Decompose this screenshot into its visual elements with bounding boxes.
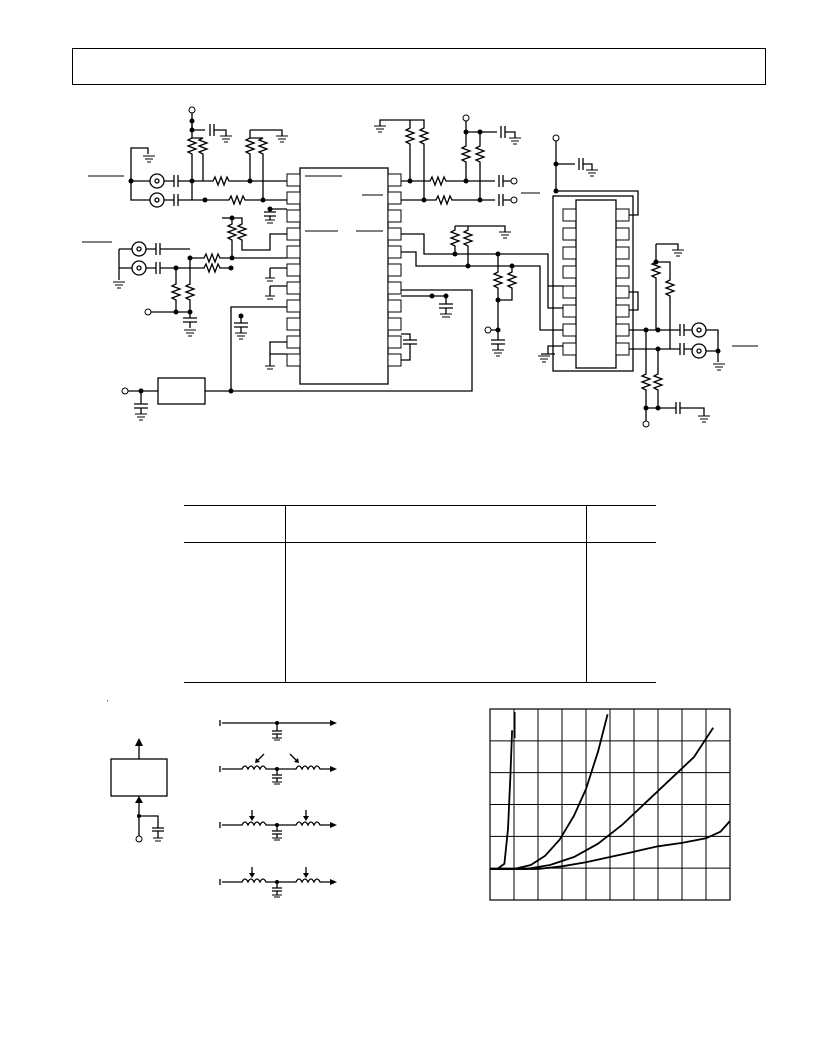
tick-mark: ' bbox=[107, 700, 109, 707]
table-header-rule bbox=[184, 542, 656, 543]
table-top-rule bbox=[184, 505, 656, 506]
schematic-diagram bbox=[82, 106, 758, 428]
header-box bbox=[72, 48, 766, 85]
second-ic-pins bbox=[562, 208, 630, 356]
chart-series-line-1 bbox=[490, 730, 513, 870]
chart-series-line-3 bbox=[490, 727, 714, 870]
filter-row-1 bbox=[219, 720, 337, 741]
block-box bbox=[110, 758, 168, 797]
filter-row-3 bbox=[219, 810, 337, 841]
chart-frame bbox=[489, 708, 731, 901]
ic-right-pins bbox=[387, 173, 402, 367]
spec-table bbox=[184, 505, 656, 683]
main-ic bbox=[299, 167, 389, 385]
filter-row-2 bbox=[219, 753, 337, 785]
filter-row-4 bbox=[219, 867, 337, 898]
chart-lines bbox=[490, 714, 731, 870]
chart-series-line-4 bbox=[490, 820, 731, 870]
table-col-divider-1 bbox=[285, 505, 286, 683]
table-col-divider-2 bbox=[586, 505, 587, 683]
regulator-block bbox=[157, 377, 206, 405]
table-bottom-rule bbox=[184, 682, 656, 683]
ic-left-pins bbox=[286, 173, 301, 367]
second-ic bbox=[575, 199, 617, 369]
chart-series-line-2 bbox=[490, 714, 609, 870]
chart-grid bbox=[490, 709, 730, 900]
